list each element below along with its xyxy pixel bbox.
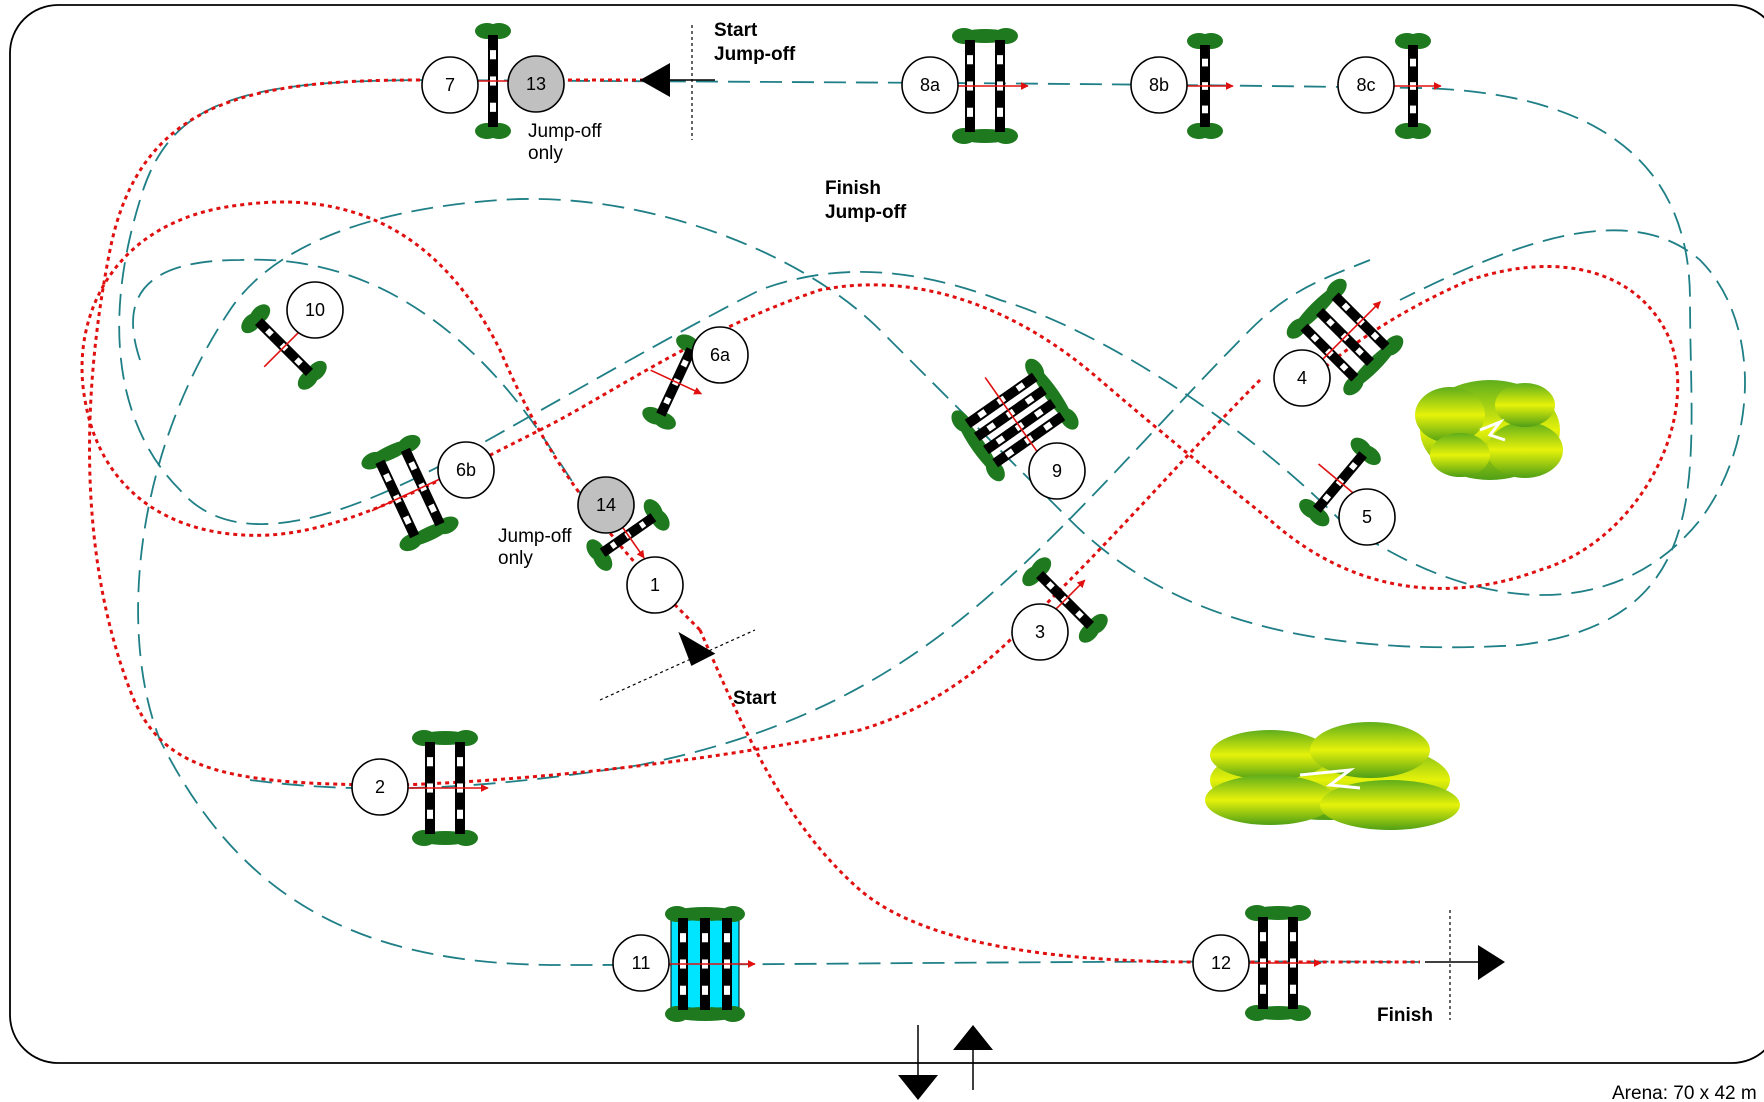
number-label: 2 [375,777,385,797]
finish-marker [1425,910,1505,1020]
entrance-arrows [898,1025,993,1100]
number-label: 11 [632,953,651,973]
jumpoff-only-14-line1: Jump-off [498,526,572,547]
number-circle [1011,603,1069,661]
number-label: 10 [305,300,325,320]
fence-8a [942,28,1029,144]
number-label: 6a [710,345,731,365]
obstacle-number-5: 5 [1338,488,1396,546]
fence-10 [241,304,327,390]
fence-5 [1299,437,1381,527]
obstacle-number-8c: 8c [1337,56,1395,114]
number-label: 8c [1356,75,1375,95]
number-label: 13 [526,74,546,94]
finish-jumpoff-line1: Finish [825,178,881,199]
finish-jumpoff-line2: Jump-off [825,202,907,223]
number-label: 3 [1035,622,1045,642]
number-label: 9 [1052,461,1062,481]
number-circle [437,441,495,499]
obstacle-number-8b: 8b [1130,56,1188,114]
number-label: 7 [445,75,455,95]
number-circle [626,556,684,614]
fence-9 [951,358,1079,482]
obstacle-number-3: 3 [1011,603,1069,661]
number-label: 12 [1211,953,1231,973]
number-circle [507,55,565,113]
obstacle-number-11: 11 [612,934,670,992]
number-label: 8a [920,75,941,95]
obstacle-number-4: 4 [1273,349,1331,407]
fence-12 [1235,905,1322,1021]
number-label: 4 [1297,368,1307,388]
start-marker [599,629,756,701]
jumpoff-route [80,78,1680,964]
number-label: 1 [650,575,660,595]
number-label: 8b [1149,75,1169,95]
number-circle [691,326,749,384]
start-jumpoff-line2: Jump-off [714,44,796,65]
jumpoff-only-14-line2: only [498,548,533,569]
obstacle-number-6b: 6b [437,441,495,499]
fence-7 [465,23,522,139]
obstacle-number-2: 2 [351,758,409,816]
obstacle-number-13: 13 [507,55,565,113]
number-label: 14 [596,495,616,515]
start-label: Start [733,688,777,709]
obstacle-number-6a: 6a [691,326,749,384]
arena-border [9,4,1764,1064]
obstacle-number-9: 9 [1028,442,1086,500]
number-circle [351,758,409,816]
fence-1 [586,499,670,571]
number-circle [1192,934,1250,992]
fence-4 [1286,278,1404,396]
number-circle [286,281,344,339]
fence-6b [361,434,459,552]
fence-8b [1177,33,1234,139]
start-jumpoff-line1: Start [714,20,758,41]
arena-size-label: Arena: 70 x 42 m [1612,1083,1757,1102]
obstacle-number-12: 12 [1192,934,1250,992]
fence-8c [1385,33,1442,139]
number-circle [901,56,959,114]
bush-decoration [1205,722,1460,830]
fence-3 [1022,557,1108,643]
obstacle-number-14: 14 [577,476,635,534]
number-label: 6b [456,460,476,480]
number-circle [1337,56,1395,114]
course-route [118,79,1746,966]
finish-label: Finish [1377,1005,1433,1026]
number-label: 5 [1362,507,1372,527]
bush-decoration [1415,380,1563,480]
obstacle-number-8a: 8a [901,56,959,114]
obstacle-number-10: 10 [286,281,344,339]
obstacle-number-7: 7 [421,56,479,114]
fences-layer [241,23,1442,1022]
start-jumpoff-marker [640,25,715,140]
obstacle-number-1: 1 [626,556,684,614]
number-circle [421,56,479,114]
jumpoff-only-13-line1: Jump-off [528,121,602,142]
number-circle [1273,349,1331,407]
fence-2 [402,730,489,846]
jumpoff-only-13-line2: only [528,143,563,164]
fence-11 [655,906,756,1022]
number-circle [612,934,670,992]
number-circle [577,476,635,534]
number-circle [1338,488,1396,546]
number-circle [1130,56,1188,114]
number-circle [1028,442,1086,500]
